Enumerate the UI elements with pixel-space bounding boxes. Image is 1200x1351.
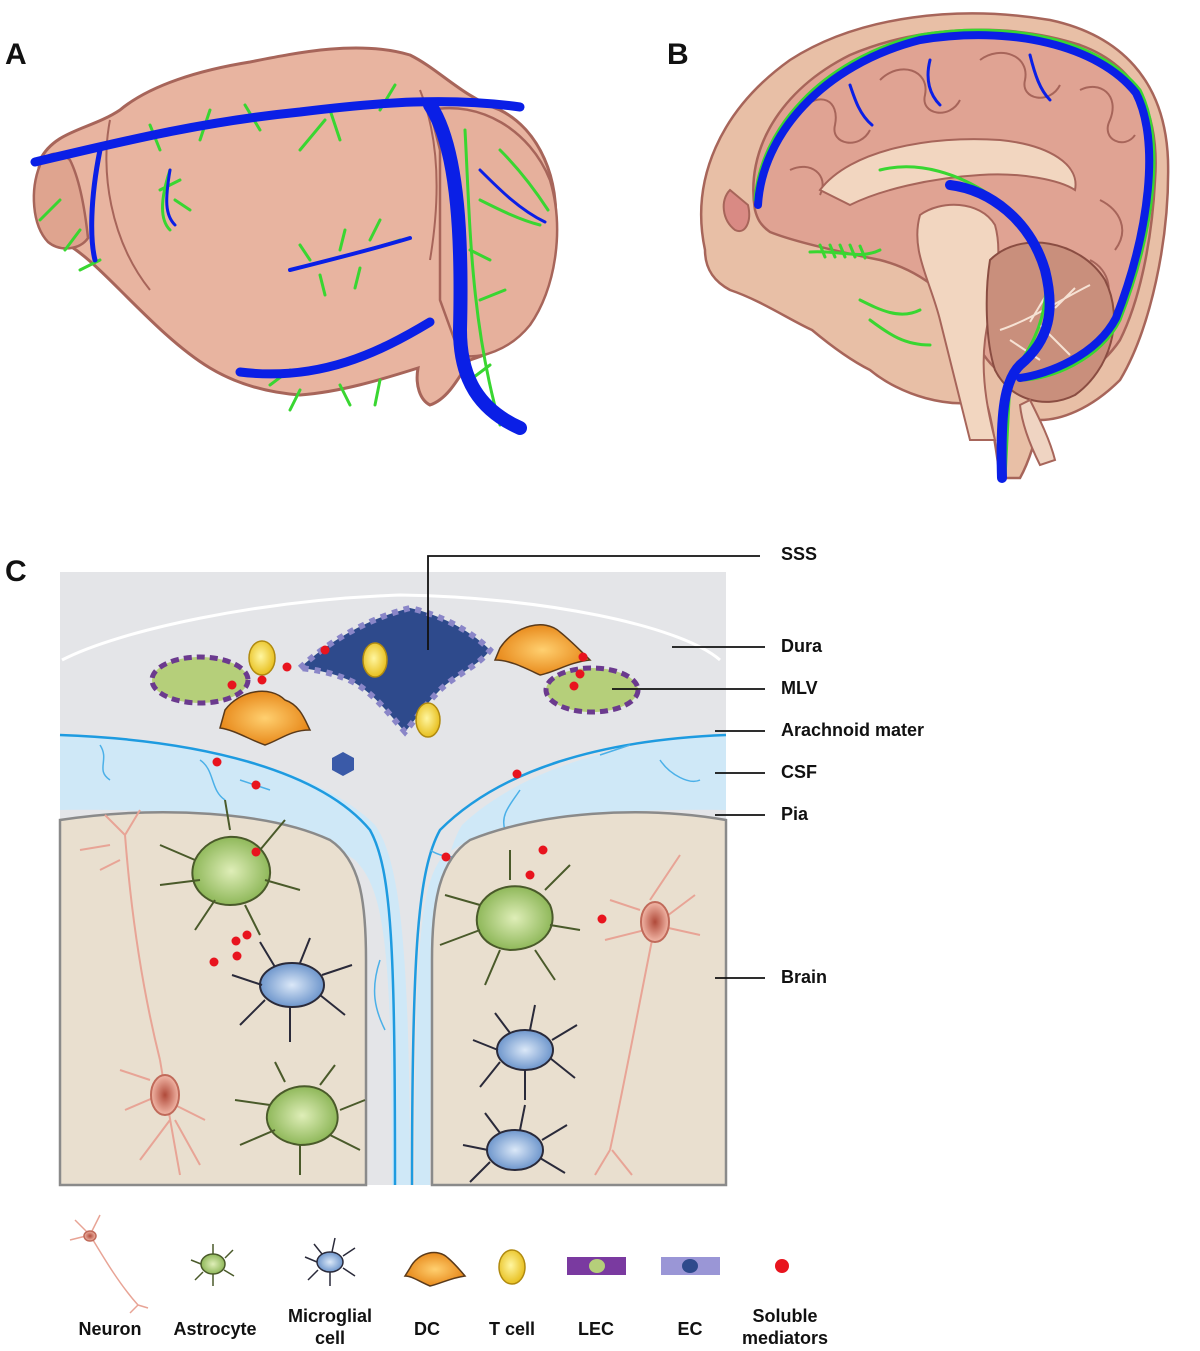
neuron-left	[79, 809, 206, 1176]
panel-b-human-head	[700, 12, 1170, 483]
cortex-fold	[105, 119, 151, 291]
legend-label-soluble-mediators: Soluble mediators	[730, 1305, 840, 1349]
panel-label-a: A	[5, 38, 27, 71]
label-arachnoid-mater: Arachnoid mater	[781, 720, 925, 740]
legend-label-lec: LEC	[578, 1319, 614, 1339]
label-mlv: MLV	[781, 678, 818, 698]
mlv-right	[543, 665, 641, 715]
csf-region-left	[60, 735, 410, 1185]
soluble-mediators	[209, 645, 607, 967]
legend-soluble-mediator-icon	[775, 1259, 789, 1273]
panel-label-b: B	[667, 38, 689, 71]
spinal-cord	[1018, 398, 1057, 467]
astrocyte-2	[439, 850, 581, 986]
neuron-right	[594, 854, 701, 1176]
legend-label-microglial-line1: Microglial	[287, 1306, 372, 1326]
legend-label-neuron: Neuron	[78, 1319, 142, 1339]
human-blood-vessels	[754, 31, 1154, 483]
legend-microglia-icon	[304, 1237, 356, 1286]
legend-label-tcell: T cell	[488, 1319, 536, 1339]
microglia	[231, 937, 578, 1183]
astrocyte-3	[234, 1061, 366, 1175]
microglia-2	[472, 1004, 578, 1100]
nasal-cavity	[722, 188, 751, 233]
legend-dc-icon	[403, 1251, 467, 1287]
astrocytes	[159, 799, 581, 1175]
ec-hexagon	[332, 752, 354, 776]
label-pia: Pia	[781, 804, 809, 824]
t-cells	[248, 640, 441, 738]
sss-sinus	[293, 604, 494, 737]
label-csf: CSF	[781, 762, 817, 782]
legend-label-ec: EC	[677, 1319, 703, 1339]
panel-label-c: C	[5, 555, 27, 588]
dura-boundary-line	[61, 593, 721, 662]
mouse-blood-vessels	[30, 97, 547, 435]
microglia-1	[231, 937, 353, 1042]
panel-a-mouse-brain	[30, 46, 559, 435]
legend-label-microglial-line2: cell	[314, 1328, 346, 1348]
brainstem	[916, 203, 1000, 441]
label-sss: SSS	[781, 544, 818, 564]
legend-tcell-icon	[498, 1249, 526, 1285]
astrocyte-1	[159, 799, 301, 936]
panel-c-schematic	[58, 555, 765, 1187]
callout-leader-lines	[427, 555, 765, 979]
arachnoid-lines	[59, 733, 727, 1186]
corpus-callosum	[818, 138, 1077, 207]
dendritic-cells	[219, 624, 592, 746]
legend-ec-icon	[661, 1257, 720, 1275]
legend-label-microglial-cell: Microglial cell	[275, 1305, 385, 1349]
legend-neuron-icon	[69, 1214, 149, 1314]
legend-label-soluble-line1: Soluble	[752, 1306, 818, 1326]
legend-icons	[69, 1214, 789, 1314]
microglia-3	[462, 1104, 568, 1183]
legend-label-soluble-line2: mediators	[741, 1328, 829, 1348]
csf-region-right	[415, 735, 726, 1185]
mlv-left	[149, 654, 251, 706]
legend-astrocyte-icon	[190, 1244, 235, 1286]
brain-region-right	[430, 811, 728, 1187]
label-dura: Dura	[781, 636, 823, 656]
legend-label-astrocyte: Astrocyte	[173, 1319, 257, 1339]
legend-lec-icon	[567, 1257, 626, 1275]
label-brain: Brain	[781, 967, 828, 987]
neurons	[79, 809, 701, 1176]
legend-label-dc: DC	[414, 1319, 440, 1339]
